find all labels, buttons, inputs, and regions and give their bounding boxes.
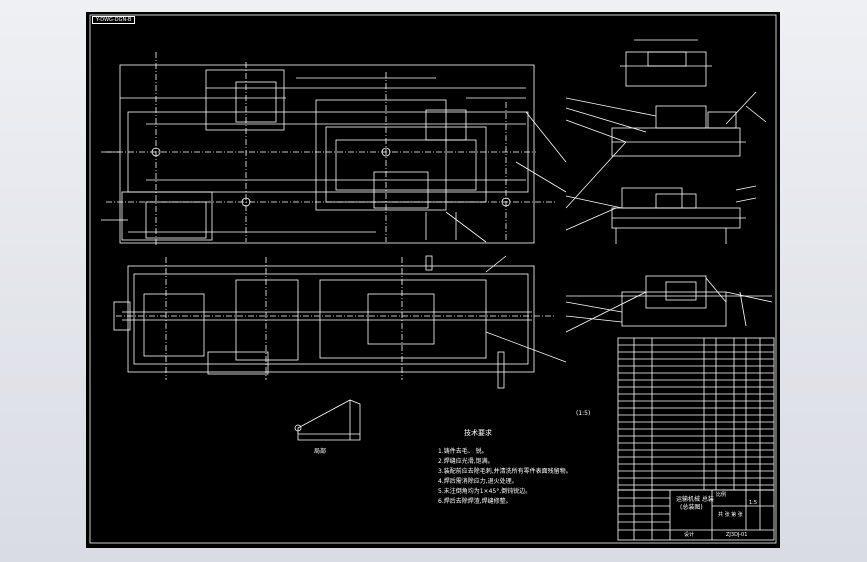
tech-requirement-item: 2.焊缝应光滑,饱满。 bbox=[438, 458, 494, 465]
tech-requirement-item: 6.焊后去除焊渣,焊缝修整。 bbox=[438, 498, 512, 505]
section-c bbox=[565, 275, 773, 333]
tech-requirement-item: 5.未注倒角均为1×45°,倒钝锐边。 bbox=[438, 488, 532, 495]
drawing-frame bbox=[89, 14, 777, 544]
drawing-number: ZJ3DJ-01 bbox=[726, 532, 748, 538]
drawing-canvas bbox=[89, 14, 777, 544]
drawing-name: 运输机械 总装 bbox=[676, 496, 714, 503]
drawing-sheet: Y-DWG-DGN-B 技术要求 1.铸件去毛、 锐。 2.焊缝应光滑,饱满。 … bbox=[86, 12, 780, 548]
section-b bbox=[565, 185, 757, 244]
tech-requirement-item: 4.焊后需消除应力,退火处理。 bbox=[438, 478, 518, 485]
scale-value: 1:5 bbox=[749, 500, 758, 506]
front-view bbox=[101, 52, 567, 247]
drawing-subname: (总装图) bbox=[680, 504, 703, 511]
sheet-count: 共 张 第 张 bbox=[718, 512, 743, 518]
wedge-detail bbox=[294, 399, 361, 441]
tech-requirement-item: 3.装配前应去除毛刺,并清洗所有零件表面残留物。 bbox=[438, 468, 572, 475]
title-block bbox=[617, 489, 775, 541]
tech-requirements-title: 技术要求 bbox=[464, 429, 492, 437]
side-mark: (1:5) bbox=[576, 410, 591, 417]
tech-requirement-item: 1.铸件去毛、 锐。 bbox=[438, 448, 488, 455]
section-top bbox=[620, 39, 712, 87]
plan-view bbox=[113, 255, 567, 389]
scale-label: 比例 bbox=[716, 492, 727, 498]
tech-requirements-list: 1.铸件去毛、 锐。 2.焊缝应光滑,饱满。 3.装配前应去除毛刺,并清洗所有零… bbox=[438, 448, 572, 508]
wedge-detail-label: 局部 bbox=[314, 448, 327, 455]
maker-label: 设计 bbox=[684, 532, 695, 538]
parts-list bbox=[617, 337, 775, 491]
corner-tag: Y-DWG-DGN-B bbox=[92, 16, 136, 24]
section-a bbox=[565, 91, 767, 209]
